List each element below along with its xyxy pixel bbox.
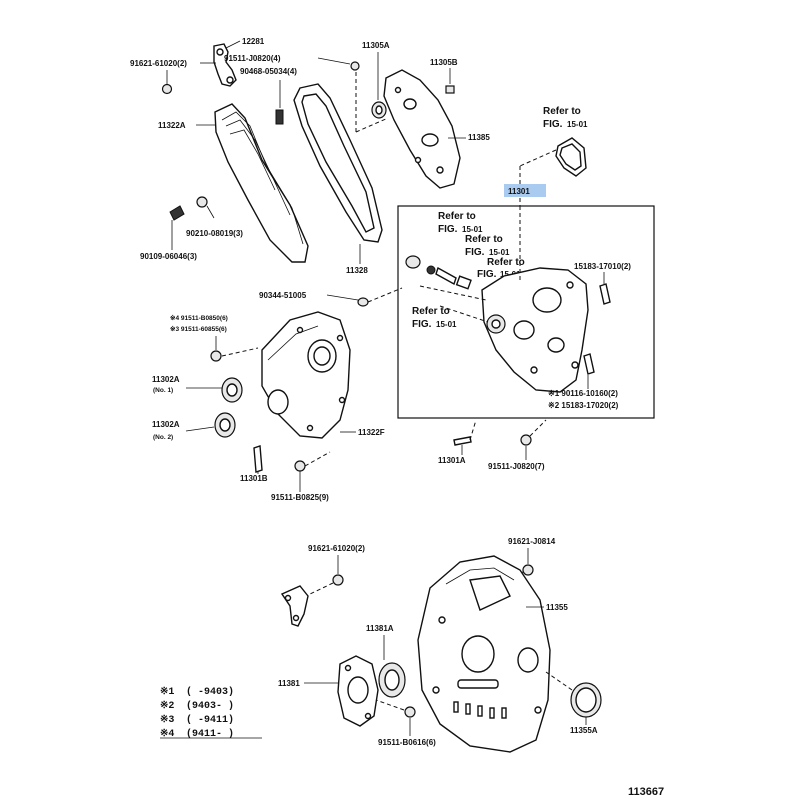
label-91621-61020-top: 91621-61020(2) (130, 59, 187, 68)
label-15183-17020: ※2 15183-17020(2) (548, 401, 619, 410)
end-plate-11355[interactable] (417, 555, 551, 753)
label-11305B: 11305B (430, 58, 458, 67)
key-range-1: ( -9403) (186, 686, 234, 698)
refer-to-4: Refer to (412, 306, 450, 317)
pin-11301B[interactable] (253, 445, 263, 473)
stud-15183-17010[interactable] (599, 283, 611, 305)
label-11302A-no2-sub: (No. 2) (153, 434, 173, 441)
key-range-4: (9411- ) (186, 728, 234, 740)
cover-11322A[interactable] (214, 103, 309, 263)
label-91511-B0850: ※4 91511-B0850(6) (170, 314, 228, 322)
refer-to-top: Refer to (543, 106, 581, 117)
bolt-91511-B0850[interactable] (210, 350, 222, 362)
seal-refer-1[interactable] (405, 255, 421, 269)
applicability-key-table: ※1 ( -9403) ※2 (9403- ) ※3 ( -9411) ※4 (… (160, 686, 262, 740)
label-11322F: 11322F (358, 428, 385, 437)
label-11302A-no1: 11302A (152, 375, 180, 384)
fig-word-2: FIG. (465, 247, 485, 258)
label-11385: 11385 (468, 133, 490, 142)
plug-11305B[interactable] (445, 85, 455, 94)
key-mark-4: ※4 (160, 728, 174, 740)
label-91621-61020-bottom: 91621-61020(2) (308, 544, 365, 553)
key-range-3: ( -9411) (186, 714, 234, 726)
label-11322A: 11322A (158, 121, 186, 130)
label-11301[interactable]: 11301 (508, 187, 530, 196)
bolt-91621-61020-top[interactable] (161, 83, 173, 95)
gasket-11328[interactable] (293, 83, 383, 243)
label-90210-08019: 90210-08019(3) (186, 229, 243, 238)
label-91511-B0616: 91511-B0616(6) (378, 738, 436, 747)
subassembly-frame-11301 (397, 205, 655, 419)
key-mark-1: ※1 (160, 686, 174, 698)
label-90344-51005: 90344-51005 (259, 291, 307, 300)
fig-word-top: FIG. (543, 119, 563, 130)
clamp-90468-05034[interactable] (275, 109, 284, 125)
retainer-11381[interactable] (337, 655, 379, 727)
label-91621-J0814: 91621-J0814 (508, 537, 556, 546)
label-11328: 11328 (346, 266, 368, 275)
plunger-refer-3[interactable] (455, 275, 472, 290)
bracket-lower[interactable] (280, 585, 309, 627)
bolt-90116-10160[interactable] (583, 353, 595, 375)
cover-11385[interactable] (383, 69, 461, 189)
label-11381: 11381 (278, 679, 300, 688)
label-11355: 11355 (546, 603, 568, 612)
label-11305A: 11305A (362, 41, 390, 50)
label-91511-J0820-7: 91511-J0820(7) (488, 462, 545, 471)
label-12281: 12281 (242, 37, 265, 46)
label-90468-05034: 90468-05034(4) (240, 67, 297, 76)
label-11301B: 11301B (240, 474, 268, 483)
fig-word-4: FIG. (412, 319, 432, 330)
bolt-91511-J0820[interactable] (350, 61, 360, 71)
key-mark-3: ※3 (160, 714, 174, 726)
bolt-91511-J0820-7[interactable] (520, 434, 532, 446)
key-range-2: (9403- ) (186, 700, 234, 712)
bolt-90109-06046[interactable] (169, 205, 185, 221)
bolt-91621-J0814[interactable] (522, 564, 534, 576)
refer-to-3: Refer to (487, 257, 525, 268)
pin-11301A[interactable] (453, 436, 472, 446)
ring-refer-2[interactable] (426, 265, 436, 275)
label-11301A: 11301A (438, 456, 466, 465)
label-11302A-no2: 11302A (152, 420, 180, 429)
label-91511-J0820-4: 91511-J0820(4) (224, 54, 281, 63)
refer-to-2: Refer to (465, 234, 503, 245)
timing-cover-11322F[interactable] (261, 311, 351, 439)
refer-to-1: Refer to (438, 211, 476, 222)
label-11302A-no1-sub: (No. 1) (153, 387, 173, 394)
plug-90344-51005[interactable] (357, 297, 369, 307)
spring-refer-2[interactable] (435, 266, 457, 286)
fig-num-4: 15-01 (436, 320, 457, 329)
key-mark-2: ※2 (160, 700, 174, 712)
fig-num-2: 15-01 (489, 248, 510, 257)
oil-pump-body-11301[interactable] (481, 267, 589, 393)
highlight-11301 (504, 184, 546, 197)
fig-num-1: 15-01 (462, 225, 483, 234)
bolt-91511-B0616[interactable] (404, 706, 416, 718)
gasket-ref-top[interactable] (555, 137, 587, 177)
figure-number: 113667 (628, 786, 664, 798)
fig-word-3: FIG. (477, 269, 497, 280)
label-11381A: 11381A (366, 624, 394, 633)
label-90109-06046: 90109-06046(3) (140, 252, 197, 261)
label-91511-60855: ※3 91511-60855(6) (170, 325, 227, 333)
label-11355A: 11355A (570, 726, 598, 735)
bolt-91511-B0825[interactable] (294, 460, 306, 472)
fig-word-1: FIG. (438, 224, 458, 235)
label-91511-B0825: 91511-B0825(9) (271, 493, 329, 502)
washer-90210-08019[interactable] (196, 196, 208, 208)
label-15183-17010: 15183-17010(2) (574, 262, 631, 271)
bracket-12281[interactable] (213, 43, 237, 87)
fig-num-top: 15-01 (567, 120, 588, 129)
label-90116-10160: ※1 90116-10160(2) (548, 389, 618, 398)
bolt-91621-61020-bottom[interactable] (332, 574, 344, 586)
